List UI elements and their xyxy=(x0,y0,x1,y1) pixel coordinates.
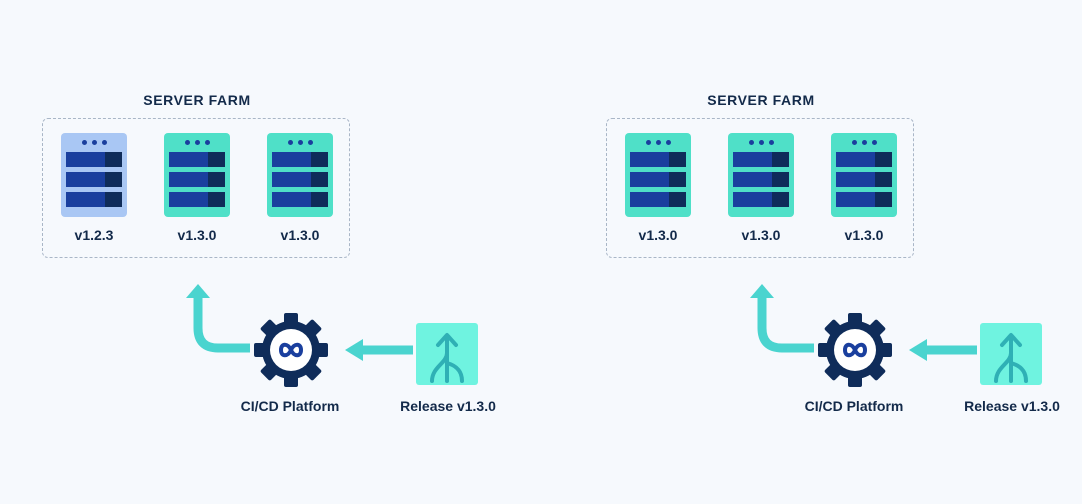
server-farm-box: v1.3.0 v1.3.0 v1.3.0 xyxy=(606,118,914,258)
server-rack-icon xyxy=(61,133,127,217)
rack-unit xyxy=(272,172,328,187)
server-farm-box: v1.2.3 v1.3.0 v1.3.0 xyxy=(42,118,350,258)
cicd-platform-label: CI/CD Platform xyxy=(240,398,340,414)
server-rack-icon xyxy=(625,133,691,217)
cicd-platform-label: CI/CD Platform xyxy=(804,398,904,414)
rack-unit xyxy=(169,172,225,187)
rack-unit xyxy=(630,192,686,207)
rack-unit xyxy=(169,192,225,207)
release-arrow-icon xyxy=(345,339,413,361)
rack-unit xyxy=(630,152,686,167)
server-rack-icon xyxy=(267,133,333,217)
status-dots-icon xyxy=(164,140,230,145)
cicd-gear-icon xyxy=(254,313,328,387)
status-dots-icon xyxy=(625,140,691,145)
release-arrow-icon xyxy=(909,339,977,361)
server-version: v1.3.0 xyxy=(741,227,781,243)
status-dots-icon xyxy=(267,140,333,145)
release-branch-icon xyxy=(980,323,1042,385)
server-farm-title: SERVER FARM xyxy=(143,92,251,108)
deployment-panel: SERVER FARM v1.2.3 v1.3.0 v1.3.0 CI/ xyxy=(0,0,512,504)
server: v1.3.0 xyxy=(728,133,794,243)
status-dots-icon xyxy=(61,140,127,145)
rack-unit xyxy=(733,152,789,167)
rack-unit xyxy=(630,172,686,187)
release-label: Release v1.3.0 xyxy=(964,398,1060,414)
server: v1.3.0 xyxy=(164,133,230,243)
server-rack-icon xyxy=(728,133,794,217)
server-rack-icon xyxy=(164,133,230,217)
server-version: v1.3.0 xyxy=(638,227,678,243)
server: v1.3.0 xyxy=(831,133,897,243)
server-rack-icon xyxy=(831,133,897,217)
rack-unit xyxy=(66,152,122,167)
rack-unit xyxy=(272,192,328,207)
server-farm-title: SERVER FARM xyxy=(707,92,815,108)
rack-unit xyxy=(733,172,789,187)
rack-unit xyxy=(66,172,122,187)
rack-unit xyxy=(66,192,122,207)
deploy-arrow-icon xyxy=(750,284,814,353)
release-branch-icon xyxy=(416,323,478,385)
server: v1.3.0 xyxy=(267,133,333,243)
server-version: v1.3.0 xyxy=(177,227,217,243)
release-label: Release v1.3.0 xyxy=(400,398,496,414)
rack-unit xyxy=(836,192,892,207)
server-version: v1.2.3 xyxy=(74,227,114,243)
rack-unit xyxy=(836,172,892,187)
rack-unit xyxy=(836,152,892,167)
status-dots-icon xyxy=(831,140,897,145)
rack-unit xyxy=(272,152,328,167)
server-version: v1.3.0 xyxy=(844,227,884,243)
deployment-panel: SERVER FARM v1.3.0 v1.3.0 v1.3.0 CI/ xyxy=(564,0,1076,504)
server: v1.3.0 xyxy=(625,133,691,243)
cicd-gear-icon xyxy=(818,313,892,387)
rack-unit xyxy=(169,152,225,167)
deploy-arrow-icon xyxy=(186,284,250,353)
status-dots-icon xyxy=(728,140,794,145)
server-version: v1.3.0 xyxy=(280,227,320,243)
rack-unit xyxy=(733,192,789,207)
server: v1.2.3 xyxy=(61,133,127,243)
